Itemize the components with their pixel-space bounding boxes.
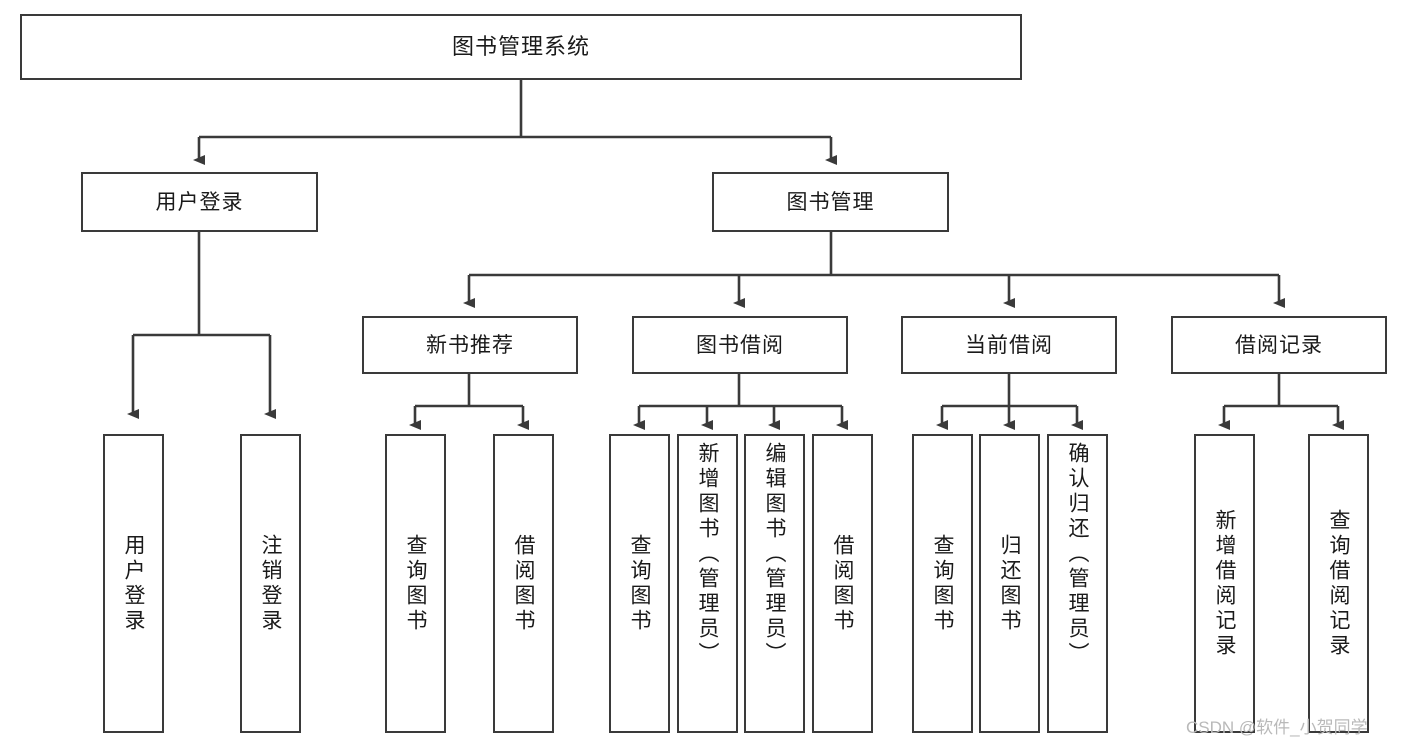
leaf-user-login-logout[interactable]: 注销登录 [240,434,301,733]
node-borrow-record[interactable]: 借阅记录 [1171,316,1387,374]
leaf-current-return-book[interactable]: 归还图书 [979,434,1040,733]
node-label: 新增图书（管理员） [696,442,719,667]
node-label: 用户登录 [122,533,145,634]
node-label: 借阅图书 [831,533,854,634]
node-label: 新书推荐 [426,333,514,357]
leaf-recommend-borrow-book[interactable]: 借阅图书 [493,434,554,733]
node-user-login[interactable]: 用户登录 [81,172,318,232]
leaf-current-confirm-return-admin[interactable]: 确认归还（管理员） [1047,434,1108,733]
node-label: 注销登录 [259,533,282,634]
node-book-borrow[interactable]: 图书借阅 [632,316,848,374]
leaf-user-login-login[interactable]: 用户登录 [103,434,164,733]
node-book-management[interactable]: 图书管理 [712,172,949,232]
node-label: 新增借阅记录 [1213,508,1236,659]
node-label: 借阅记录 [1235,333,1323,357]
node-label: 图书管理 [786,190,875,214]
leaf-borrow-borrow-book[interactable]: 借阅图书 [812,434,873,733]
leaf-record-add-record[interactable]: 新增借阅记录 [1194,434,1255,733]
node-new-book-recommend[interactable]: 新书推荐 [362,316,578,374]
leaf-recommend-query-book[interactable]: 查询图书 [385,434,446,733]
leaf-borrow-add-book-admin[interactable]: 新增图书（管理员） [677,434,738,733]
node-label: 图书管理系统 [451,34,590,59]
node-current-borrow[interactable]: 当前借阅 [901,316,1117,374]
node-label: 借阅图书 [512,533,535,634]
node-root-system[interactable]: 图书管理系统 [20,14,1022,80]
leaf-current-query-book[interactable]: 查询图书 [912,434,973,733]
node-label: 归还图书 [998,533,1021,634]
leaf-borrow-edit-book-admin[interactable]: 编辑图书（管理员） [744,434,805,733]
csdn-watermark: CSDN @软件_小贺同学 [1186,718,1368,737]
node-label: 用户登录 [155,190,244,214]
node-label: 图书借阅 [696,333,784,357]
node-label: 编辑图书（管理员） [763,442,786,667]
node-label: 查询图书 [404,533,427,634]
node-label: 当前借阅 [965,333,1053,357]
node-label: 查询借阅记录 [1327,508,1350,659]
node-label: 确认归还（管理员） [1066,442,1089,667]
leaf-record-query-record[interactable]: 查询借阅记录 [1308,434,1369,733]
node-label: 查询图书 [628,533,651,634]
leaf-borrow-query-book[interactable]: 查询图书 [609,434,670,733]
node-label: 查询图书 [931,533,954,634]
